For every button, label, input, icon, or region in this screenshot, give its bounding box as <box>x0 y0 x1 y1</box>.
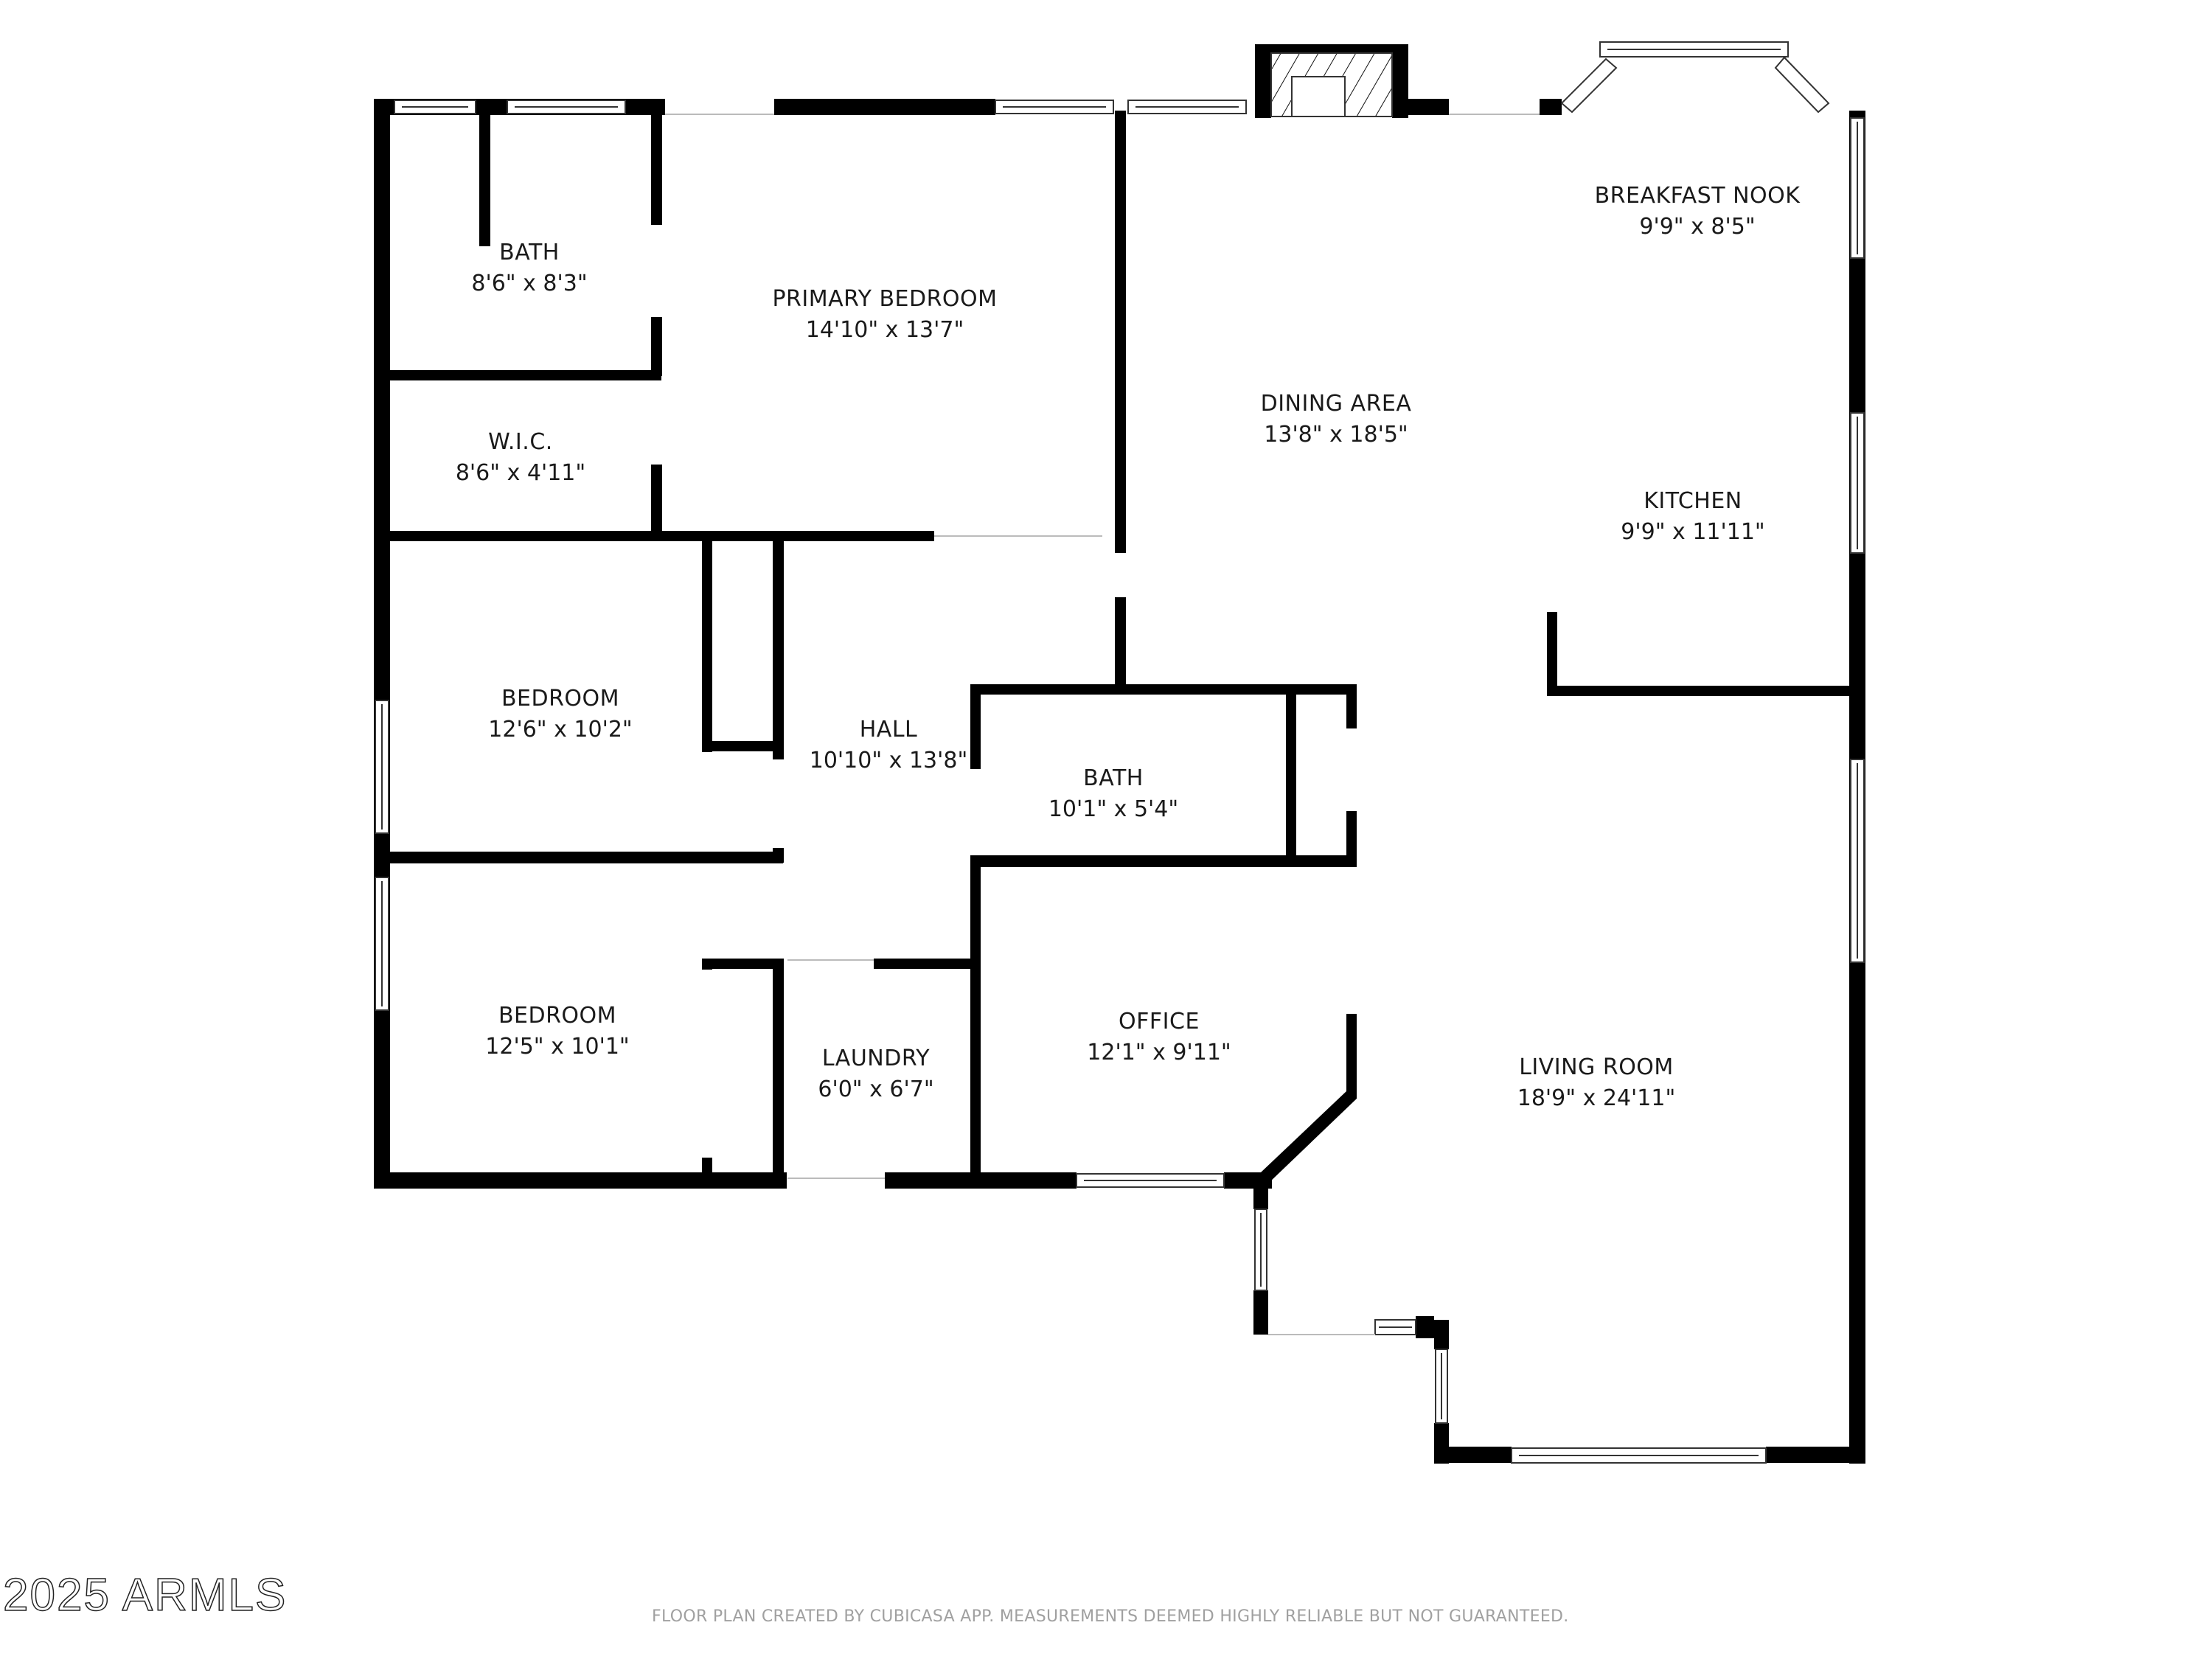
room-dimensions: 18'9" x 24'11" <box>1517 1085 1676 1111</box>
room-dimensions: 14'10" x 13'7" <box>805 317 964 343</box>
room-breakfast-nook: BREAKFAST NOOK 9'9" x 8'5" <box>1595 181 1801 243</box>
room-name: DINING AREA <box>1260 391 1412 417</box>
room-bath-primary: BATH 8'6" x 8'3" <box>471 238 587 300</box>
room-dimensions: 12'6" x 10'2" <box>488 717 633 742</box>
room-name: HALL <box>859 717 918 742</box>
room-bedroom-2: BEDROOM 12'5" x 10'1" <box>485 1001 629 1063</box>
walls <box>374 44 1865 1464</box>
room-dimensions: 9'9" x 11'11" <box>1621 519 1765 545</box>
openings <box>665 114 1540 1335</box>
room-name: OFFICE <box>1119 1009 1200 1034</box>
room-name: BEDROOM <box>498 1003 617 1029</box>
room-dimensions: 6'0" x 6'7" <box>818 1077 934 1102</box>
room-name: KITCHEN <box>1644 488 1742 514</box>
room-primary-bedroom: PRIMARY BEDROOM 14'10" x 13'7" <box>772 285 997 347</box>
fireplace <box>1270 52 1393 117</box>
room-bath-hall: BATH 10'1" x 5'4" <box>1048 764 1178 826</box>
room-name: LAUNDRY <box>821 1046 931 1071</box>
room-wic: W.I.C. 8'6" x 4'11" <box>456 428 585 490</box>
room-dimensions: 13'8" x 18'5" <box>1264 422 1408 448</box>
windows <box>375 41 1865 1464</box>
room-name: BATH <box>499 240 560 265</box>
room-dimensions: 10'10" x 13'8" <box>809 748 968 773</box>
room-name: BREAKFAST NOOK <box>1594 183 1801 209</box>
room-dimensions: 8'6" x 4'11" <box>455 460 586 486</box>
room-kitchen: KITCHEN 9'9" x 11'11" <box>1621 487 1764 549</box>
room-name: BATH <box>1083 765 1144 791</box>
room-name: LIVING ROOM <box>1519 1054 1674 1080</box>
room-office: OFFICE 12'1" x 9'11" <box>1087 1007 1231 1069</box>
room-dining-area: DINING AREA 13'8" x 18'5" <box>1261 389 1412 451</box>
room-dimensions: 9'9" x 8'5" <box>1639 214 1756 240</box>
room-dimensions: 12'5" x 10'1" <box>485 1034 630 1060</box>
room-bedroom-1: BEDROOM 12'6" x 10'2" <box>488 684 632 746</box>
room-dimensions: 12'1" x 9'11" <box>1087 1040 1231 1065</box>
room-name: W.I.C. <box>488 429 553 455</box>
room-name: PRIMARY BEDROOM <box>772 286 998 312</box>
room-hall: HALL 10'10" x 13'8" <box>810 715 968 777</box>
room-dimensions: 10'1" x 5'4" <box>1048 796 1179 822</box>
room-dimensions: 8'6" x 8'3" <box>471 271 588 296</box>
room-living-room: LIVING ROOM 18'9" x 24'11" <box>1517 1053 1676 1115</box>
copyright-watermark: 2025 ARMLS <box>2 1569 288 1621</box>
room-laundry: LAUNDRY 6'0" x 6'7" <box>818 1044 933 1106</box>
disclaimer-text: FLOOR PLAN CREATED BY CUBICASA APP. MEAS… <box>652 1607 1569 1626</box>
room-name: BEDROOM <box>501 686 620 712</box>
